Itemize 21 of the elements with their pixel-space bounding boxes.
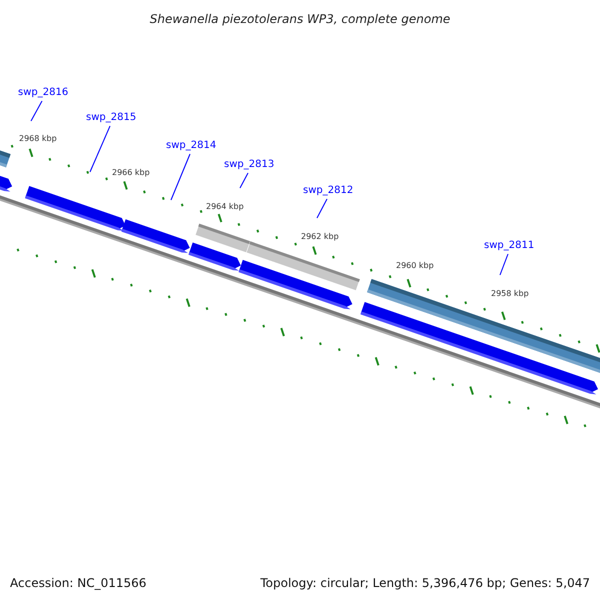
title: Shewanella piezotolerans WP3, complete genome bbox=[150, 11, 450, 28]
footer-text: Topology: circular; Length: 5,396,476 bp; Genes: 5,047 bbox=[260, 575, 590, 592]
gene-label: swp_2814 bbox=[166, 140, 216, 152]
footer-text: Accession: NC_011566 bbox=[10, 575, 146, 592]
leader-line bbox=[500, 254, 508, 276]
gene-label: swp_2812 bbox=[303, 185, 354, 197]
tick-label: 2966 kbp bbox=[112, 168, 150, 178]
tick-label: 2968 kbp bbox=[19, 134, 57, 144]
leader-line bbox=[170, 154, 190, 200]
leader-line bbox=[30, 100, 42, 122]
leader-line bbox=[90, 126, 110, 172]
leader-line bbox=[240, 172, 248, 188]
gene-label: swp_2813 bbox=[224, 159, 274, 171]
gene-label: swp_2811 bbox=[484, 240, 534, 252]
tick-label: 2962 kbp bbox=[301, 232, 339, 242]
tick-label: 2958 kbp bbox=[491, 289, 529, 299]
leader-line bbox=[316, 198, 328, 218]
tick-label: 2964 kbp bbox=[206, 202, 244, 212]
gene-label: swp_2815 bbox=[86, 112, 136, 124]
tick-label: 2960 kbp bbox=[396, 261, 434, 271]
gene-label: swp_2816 bbox=[18, 87, 68, 99]
